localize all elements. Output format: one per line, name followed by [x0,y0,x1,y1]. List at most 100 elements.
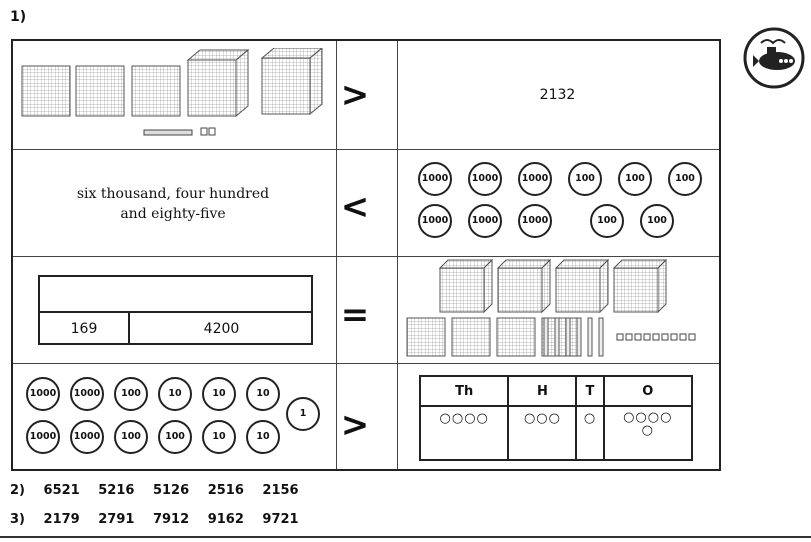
column-divider [336,41,337,469]
place-value-counter: 100 [668,162,702,196]
pv-header-thousands: Th [418,375,510,407]
pv-cell-thousands: ○○○○ [418,405,510,461]
place-value-counter: 1000 [518,204,552,238]
ten-rod [576,317,582,357]
bar-part-left: 169 [70,321,98,337]
answer-value: 2156 [262,483,299,498]
place-value-counter: 100 [114,420,148,454]
answer-3: 3) 2179 2791 7912 9162 9721 [10,512,313,527]
one-cube [688,333,696,341]
place-value-counter: 100 [568,162,602,196]
submarine-logo-icon [743,27,805,89]
place-value-counter: 1000 [468,204,502,238]
one-cube [652,333,660,341]
thousand-flat [131,65,181,117]
comparison-symbol-row2: < [340,187,370,227]
ten-rod [143,129,193,136]
one-cube [670,333,678,341]
answer-value: 5126 [152,483,190,498]
answer-label: 3) [10,512,25,527]
pv-header-tens: T [575,375,605,407]
one-cube [634,333,642,341]
comparison-symbol-row4: > [340,405,370,445]
hundred-flat [451,317,491,357]
one-cube [643,333,651,341]
thousand-cube [260,48,323,116]
pv-cell-ones: ○○○○ ○ [602,405,694,461]
place-value-counter: 100 [114,377,148,411]
place-value-counter: 10 [202,420,236,454]
answer-value: 6521 [43,483,80,498]
answer-label: 2) [10,483,25,498]
bar-model: 169 4200 [38,275,313,345]
place-value-counter: 1000 [418,204,452,238]
hundred-flat [496,317,536,357]
place-value-counter: 10 [246,420,280,454]
footer-rule [0,536,811,538]
place-value-counter: 100 [618,162,652,196]
words-line-1: six thousand, four hundred [76,186,270,202]
one-cube [661,333,669,341]
one-cube [208,127,216,136]
bar-part-right: 4200 [203,321,240,337]
place-value-counter: 10 [158,377,192,411]
pv-header-ones: O [602,375,694,407]
comparison-symbol-row1: > [340,75,370,115]
place-value-counter: 1000 [70,420,104,454]
place-value-counter: 10 [202,377,236,411]
ten-rod [565,317,571,357]
answer-value: 9162 [207,512,244,527]
row-divider [13,149,719,150]
place-value-counter: 100 [640,204,674,238]
ten-rod [543,317,549,357]
words-line-2: and eighty-five [120,206,226,222]
one-cube [679,333,687,341]
pv-cell-tens: ○ [575,405,605,461]
place-value-counter: 1 [286,397,320,431]
ten-rod [587,317,593,357]
place-value-chart: Th H T O ○○○○ ○○○ ○ ○○○○ ○ [418,375,694,461]
one-cube [616,333,624,341]
place-value-counter: 1000 [26,377,60,411]
row-divider [13,363,719,364]
pv-cell-hundreds: ○○○ [507,405,578,461]
one-cube [625,333,633,341]
pv-header-hundreds: H [507,375,578,407]
row-divider [13,256,719,257]
answer-value: 7912 [152,512,190,527]
answer-value: 2791 [98,512,135,527]
place-value-counter: 10 [246,377,280,411]
bar-divider [40,311,311,313]
place-value-counter: 1000 [518,162,552,196]
answer-value: 2516 [207,483,244,498]
hundred-flat [406,317,446,357]
answer-value: 5216 [98,483,135,498]
base-ten-blocks-row1 [21,48,323,136]
one-cube [200,127,208,136]
comparison-grid [11,39,721,471]
place-value-counter: 1000 [468,162,502,196]
ten-rod [598,317,604,357]
answer-2: 2) 6521 5216 5126 2516 2156 [10,483,313,498]
column-divider [397,41,398,469]
thousand-cube [186,48,250,118]
answer-value: 2179 [43,512,80,527]
bar-divider [128,311,130,345]
thousand-cube [438,258,494,314]
thousand-cube [554,258,610,314]
place-value-counter: 1000 [70,377,104,411]
comparison-symbol-row3: = [340,295,370,335]
base-ten-blocks-row3 [406,258,696,357]
answer-value: 9721 [262,512,299,527]
question-number: 1) [10,9,27,25]
place-value-counter: 100 [590,204,624,238]
thousand-flat [75,65,125,117]
place-value-counter: 1000 [418,162,452,196]
thousand-cube [612,258,668,314]
number-2132: 2132 [539,87,576,103]
thousand-cube [496,258,552,314]
thousand-flat [21,65,71,117]
place-value-counter: 100 [158,420,192,454]
place-value-counter: 1000 [26,420,60,454]
ten-rod [554,317,560,357]
